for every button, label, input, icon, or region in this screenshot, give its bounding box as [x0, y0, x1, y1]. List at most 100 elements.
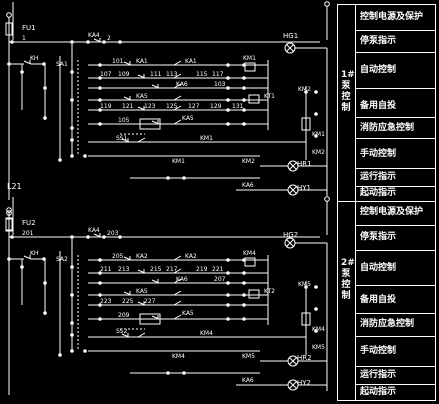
contact-rung — [173, 300, 182, 306]
wire-number: 107 — [100, 71, 112, 78]
terminal-node — [70, 265, 74, 269]
contact-rung — [173, 105, 182, 111]
timer-box — [139, 313, 161, 325]
relay-coil — [248, 94, 260, 104]
pump1-title: 1#泵控制 — [341, 70, 355, 113]
terminal-node — [242, 98, 246, 102]
legend-pump2-start: 起动指示 — [360, 387, 397, 397]
legend-pump2-auto: 自动控制 — [360, 263, 397, 273]
terminal-node — [98, 271, 102, 275]
terminal-node — [43, 86, 47, 90]
wire-number: 217 — [166, 266, 178, 273]
contactor-label: KA6 — [242, 182, 254, 189]
wire-number: 113 — [166, 71, 178, 78]
terminal-node — [58, 353, 62, 357]
indicator-lamp — [286, 239, 294, 247]
terminal-node — [20, 70, 24, 74]
contactor-label: KM4 — [172, 353, 185, 360]
wire-number: 225 — [122, 298, 134, 305]
terminal-node — [43, 116, 47, 120]
terminal-node — [182, 371, 186, 375]
legend-pump1-start: 起动指示 — [360, 188, 397, 198]
fuse-label-fu1: FU1 — [22, 24, 36, 32]
terminal-node — [86, 235, 90, 239]
switch-label-sa2: SA2 — [56, 256, 68, 263]
relay-coil — [248, 289, 260, 299]
legend-pump1-run: 运行指示 — [360, 172, 397, 182]
terminal-node — [86, 40, 90, 44]
terminal-node — [226, 86, 230, 90]
terminal-ring — [6, 12, 12, 18]
terminal-node — [83, 349, 87, 353]
fuse — [5, 22, 13, 36]
terminal-node — [70, 321, 74, 325]
terminal-node — [70, 235, 74, 239]
contactor-label: KH — [30, 250, 38, 257]
wire-number: 207 — [214, 276, 226, 283]
terminal-node — [226, 303, 230, 307]
wire-number: 123 — [144, 103, 156, 110]
run-lamp — [287, 160, 299, 172]
contact-rung — [173, 314, 182, 320]
contactor-label: KA1 — [136, 58, 148, 65]
contact-rung — [173, 290, 182, 296]
contactor-label: KA6 — [242, 377, 254, 384]
wire-number: 127 — [188, 103, 200, 110]
fuse-label-fu2: FU2 — [22, 219, 36, 227]
contactor-label: KA6 — [176, 81, 188, 88]
terminal-node — [166, 371, 170, 375]
contactor-label: KM2 — [242, 158, 255, 165]
lamp-label-hg1: HG1 — [283, 32, 298, 40]
legend-pump1-standby: 备用自投 — [360, 101, 397, 111]
terminal-node — [102, 40, 106, 44]
contactor-label: KM1 — [172, 158, 185, 165]
legend-table — [337, 4, 436, 401]
terminal-node — [314, 307, 318, 311]
components — [5, 1, 330, 391]
start-lamp — [287, 379, 299, 391]
start-button — [137, 137, 146, 143]
lamp-label-hr2: HR2 — [297, 354, 312, 362]
switch-label-ss1: SS1 — [116, 135, 128, 142]
wire-number: 203 — [107, 230, 119, 237]
contact-rung — [173, 95, 182, 101]
lamp-label-hr1: HR1 — [297, 160, 312, 168]
wire-number: 101 — [112, 58, 124, 65]
terminal-node — [304, 90, 308, 94]
legend-pump2-power: 控制电源及保护 — [360, 207, 424, 217]
terminal-ring — [6, 210, 12, 216]
wire-number: 103 — [214, 81, 226, 88]
terminal-node — [314, 90, 318, 94]
wire-number: 2 — [107, 35, 111, 42]
terminal-node — [242, 293, 246, 297]
run-lamp — [289, 357, 297, 365]
terminal-node — [98, 258, 102, 262]
terminal-node — [314, 329, 318, 333]
terminal-node — [98, 76, 102, 80]
terminal-node — [98, 86, 102, 90]
switch-label-ss2: SS2 — [116, 328, 128, 335]
wire-number: 105 — [118, 117, 130, 124]
terminal-node — [70, 349, 74, 353]
legend-pump1-manual: 手动控制 — [360, 149, 397, 159]
wire-number: 221 — [212, 266, 224, 273]
contactor-label: KA1 — [185, 58, 197, 65]
wire-number: 223 — [100, 298, 112, 305]
wire-number: 215 — [150, 266, 162, 273]
contact-rung — [173, 60, 182, 66]
wire-number: 125 — [166, 103, 178, 110]
wire-number: 109 — [118, 71, 130, 78]
terminal-node — [314, 134, 318, 138]
legend-pump2-stop: 停泵指示 — [360, 232, 397, 242]
wire-number: 111 — [150, 71, 162, 78]
terminal-node — [182, 176, 186, 180]
terminal-node — [226, 281, 230, 285]
terminal-node — [226, 293, 230, 297]
switch-linkage-dashes — [77, 60, 145, 351]
legend-pump1-auto: 自动控制 — [360, 65, 397, 75]
wire-number: 119 — [100, 103, 112, 110]
indicator-lamp — [284, 237, 296, 249]
pump2-title: 2#泵控制 — [341, 258, 355, 301]
terminal-node — [70, 293, 74, 297]
